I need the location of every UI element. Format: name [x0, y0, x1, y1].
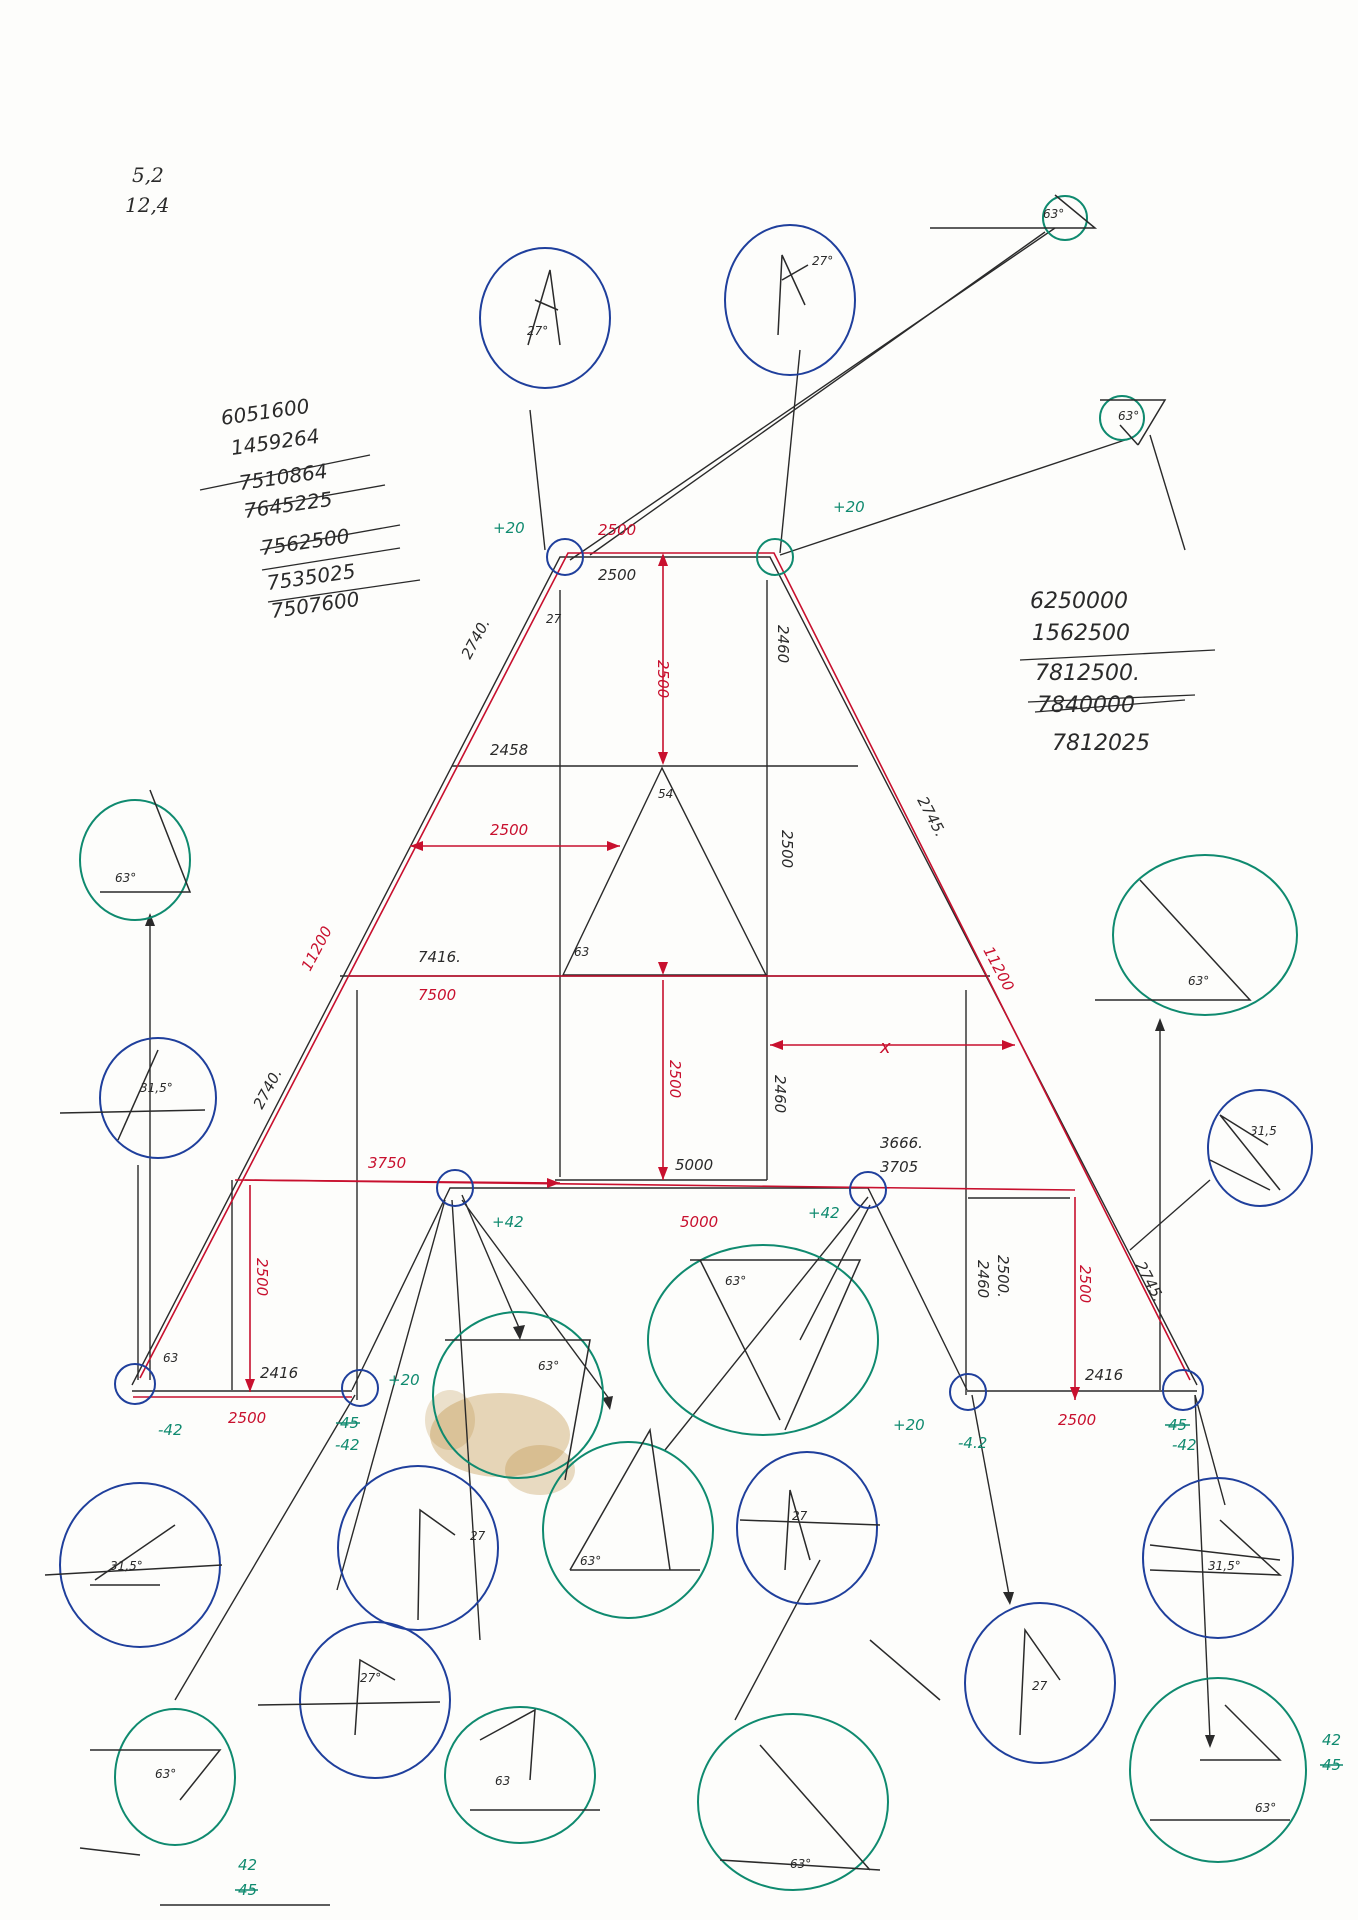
adj-foot-rl-top: +20	[893, 1416, 925, 1434]
adj-page-br-top: 42	[1322, 1731, 1341, 1749]
callout-a63-4: 63°	[1188, 974, 1209, 988]
callout-a27b-2: 27	[792, 1509, 808, 1523]
callout-a27-3: 27°	[360, 1671, 381, 1685]
adj-top-right: +20	[833, 498, 865, 516]
dim-top-small: 2500	[598, 566, 636, 584]
dim-foot-right-w: 2416	[1085, 1366, 1123, 1384]
callout-a315b: 31,5°	[1208, 1559, 1241, 1573]
adj-foot-lr-bottom: -42	[335, 1436, 360, 1454]
callout-a63-6: 63°	[725, 1274, 746, 1288]
callout-a27b-1: 27	[470, 1529, 486, 1543]
callout-a63-7: 63°	[580, 1554, 601, 1568]
adj-foot-rl-bottom: -4.2	[958, 1434, 987, 1452]
dim-leg-right-h: 2500	[1076, 1265, 1094, 1303]
adj-foot-ll: -42	[158, 1421, 183, 1439]
pencil-construction	[131, 227, 1226, 1741]
calc-right-block: 6250000 1562500 7812500. 7840000 7812025	[1030, 589, 1150, 756]
red-arrowheads	[245, 553, 1080, 1400]
dim-left-arrow: 2500	[490, 821, 528, 839]
calc-left-rules	[199, 454, 421, 603]
dim-r-3705: 3705	[880, 1158, 918, 1176]
dim-left-slope: 11200	[298, 923, 336, 974]
callout-a63-2: 63°	[1118, 409, 1139, 423]
dim-bottom-center: 5000	[680, 1213, 718, 1231]
adj-leg-left: +42	[492, 1213, 524, 1231]
callout-a63-5: 63°	[538, 1359, 559, 1373]
dim-x-mark: x	[879, 1037, 891, 1058]
angle-63-corner: 63	[163, 1351, 178, 1365]
calc-right-line: 7812025	[1052, 731, 1150, 756]
dim-right-upper-v: 2460	[774, 625, 792, 663]
angle-54: 54	[658, 787, 673, 801]
pencil-arrowheads	[145, 913, 1215, 1748]
dim-slope-left-upper: 2740.	[458, 616, 494, 662]
dim-leg-left-h: 2500	[253, 1258, 271, 1296]
dim-right-lower-v: 2460	[771, 1075, 789, 1113]
callout-a63-8: 63°	[155, 1767, 176, 1781]
callout-a63-11: 63°	[1255, 1801, 1276, 1815]
adj-foot-rr-bottom: -42	[1172, 1436, 1197, 1454]
angle-27-top: 27	[546, 612, 562, 626]
dim-leg-left-w: 3750	[368, 1154, 406, 1172]
callout-a63-1: 63°	[1043, 207, 1064, 221]
calc-left-block: 6051600 1459264 7510864 7645225 7562500 …	[219, 394, 361, 623]
calc-right-rules	[1019, 649, 1216, 713]
dim-center-upper: 2500	[654, 660, 672, 698]
dim-width-7416: 7416.	[418, 948, 461, 966]
dim-slope-right-upper: 2745.	[913, 793, 949, 839]
node-markers	[114, 538, 1204, 1411]
dim-r-2460: 2460	[974, 1260, 992, 1298]
callout-a63-3: 63°	[115, 871, 136, 885]
callout-a31-2: 31,5°	[110, 1559, 143, 1573]
callout-a315: 31,5	[1250, 1124, 1277, 1138]
callout-a31-1: 31,5°	[140, 1081, 173, 1095]
note-5-2: 5,2	[132, 163, 164, 187]
dim-slope-right-lower: 2745.	[1131, 1258, 1167, 1304]
dim-width-2458: 2458	[490, 741, 528, 759]
adj-top-left: +20	[493, 519, 525, 537]
dim-r-3666: 3666.	[880, 1134, 923, 1152]
note-12-4: 12,4	[125, 193, 170, 217]
callout-bubbles	[59, 195, 1313, 1891]
dim-top: 2500	[598, 521, 636, 539]
callout-a63-9: 63	[495, 1774, 510, 1788]
dim-foot-left-w: 2416	[260, 1364, 298, 1382]
dim-mid-width: 7500	[418, 986, 456, 1004]
adj-foot-lr-top: +20	[388, 1371, 420, 1389]
callout-a27b-3: 27	[1032, 1679, 1048, 1693]
green-strikes	[235, 1422, 1343, 1891]
adj-page-bl-top: 42	[238, 1856, 257, 1874]
dim-center-lower: 2500	[666, 1060, 684, 1098]
dim-r-2500: 2500.	[994, 1255, 1012, 1298]
callout-a27-1: 27°	[527, 324, 548, 338]
callout-angle-labels: 27° 27° 63° 63° 63° 31,5° 63° 31,5 63° 6…	[110, 207, 1277, 1871]
calc-left-line: 6051600	[219, 394, 311, 430]
dim-foot-left: 2500	[228, 1409, 266, 1427]
green-adjustment-labels: +20 +20 +42 +42 -42 +20 45 -42 +20 -4.2 …	[158, 498, 1341, 1899]
dim-slope-left-lower: 2740.	[250, 1066, 286, 1112]
red-outline	[133, 552, 1191, 1400]
dim-right-slope: 11200	[979, 943, 1017, 994]
callout-a27-2: 27°	[812, 254, 833, 268]
angle-63: 63	[574, 945, 589, 959]
adj-leg-right: +42	[808, 1204, 840, 1222]
dim-foot-right: 2500	[1058, 1411, 1096, 1429]
calc-right-line: 1562500	[1032, 621, 1130, 646]
calc-right-line: 6250000	[1030, 589, 1128, 614]
callout-angle-sketches	[44, 194, 1290, 1906]
dim-inner-v: 2500	[778, 830, 796, 868]
calc-right-line: 7812500.	[1035, 661, 1140, 686]
callout-a63-10: 63°	[790, 1857, 811, 1871]
calc-left-line: 1459264	[229, 424, 321, 460]
dim-center-5000: 5000	[675, 1156, 713, 1174]
